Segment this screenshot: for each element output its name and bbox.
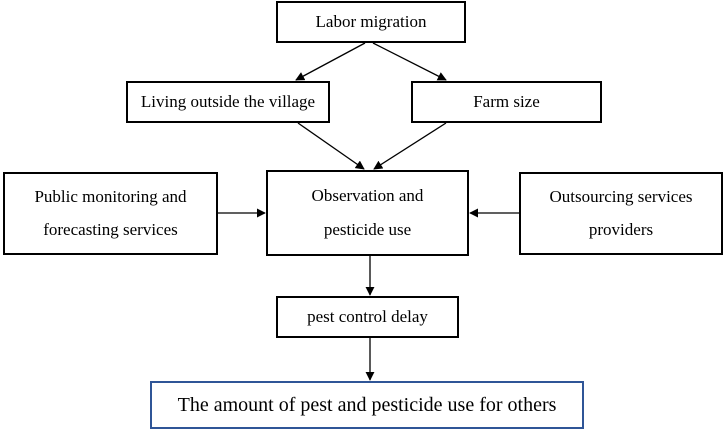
observation-pesticide-box: Observation and pesticide use xyxy=(266,170,469,256)
observation-label-line-2: pesticide use xyxy=(323,219,412,239)
living-outside-village-label: Living outside the village xyxy=(140,91,316,111)
outcome-label: The amount of pest and pesticide use for… xyxy=(177,394,557,416)
labor-migration-box: Labor migration xyxy=(276,1,466,43)
farm-size-label: Farm size xyxy=(473,91,540,111)
outsourcing-label-line-2: providers xyxy=(588,219,654,239)
living-outside-village-box: Living outside the village xyxy=(126,81,330,123)
outsourcing-label-line-1: Outsourcing services xyxy=(549,186,693,206)
labor-migration-label: Labor migration xyxy=(315,11,427,31)
arrow-labor-to-farm xyxy=(372,42,447,81)
public-monitoring-label-line-2: forecasting services xyxy=(43,219,178,239)
pest-control-delay-box: pest control delay xyxy=(276,296,459,338)
outsourcing-services-box: Outsourcing services providers xyxy=(519,172,723,255)
farm-size-box: Farm size xyxy=(411,81,602,123)
pest-control-delay-label: pest control delay xyxy=(307,306,428,326)
public-monitoring-box: Public monitoring and forecasting servic… xyxy=(3,172,218,255)
arrow-labor-to-living xyxy=(295,42,366,81)
public-monitoring-label-line-1: Public monitoring and xyxy=(34,186,187,206)
observation-label-line-1: Observation and xyxy=(311,185,424,205)
arrow-farm-to-observation xyxy=(373,122,447,170)
arrow-living-to-observation xyxy=(297,122,365,170)
outcome-box: The amount of pest and pesticide use for… xyxy=(150,381,584,429)
